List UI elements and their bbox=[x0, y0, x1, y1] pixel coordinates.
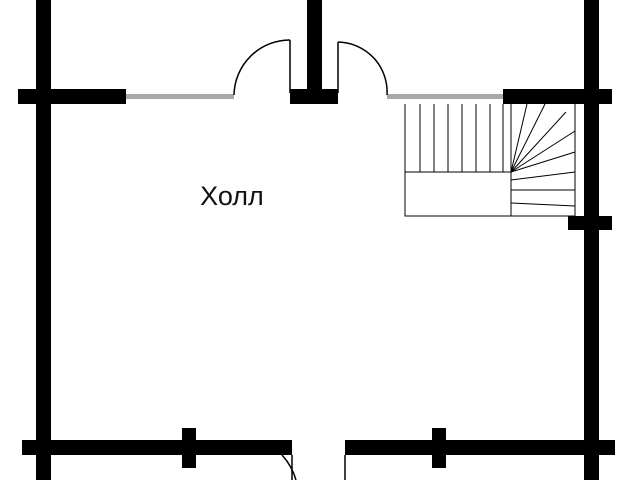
window-icon bbox=[387, 94, 503, 99]
wall-bottom-left-segment bbox=[22, 440, 292, 455]
windows bbox=[126, 94, 503, 99]
staircase-icon bbox=[404, 103, 576, 217]
wall-left bbox=[36, 0, 51, 480]
wall-top-center-segment bbox=[290, 89, 338, 104]
window-icon bbox=[126, 94, 234, 99]
wall-post-bottom-left bbox=[182, 428, 196, 468]
wall-right bbox=[584, 0, 599, 480]
wall-top-right-segment bbox=[503, 89, 612, 104]
door-swing-icon bbox=[233, 39, 291, 96]
room-label-hall: Холл bbox=[200, 181, 264, 211]
wall-post-bottom-right bbox=[432, 428, 446, 468]
door-swing-icon bbox=[281, 454, 346, 480]
door-swing-icon bbox=[337, 41, 388, 96]
wall-top-left-segment bbox=[18, 89, 126, 104]
doors bbox=[233, 39, 388, 480]
wall-right-notch bbox=[568, 216, 612, 230]
wall-center-top bbox=[307, 0, 322, 100]
wall-bottom-right-segment bbox=[345, 440, 615, 455]
walls bbox=[18, 0, 615, 480]
